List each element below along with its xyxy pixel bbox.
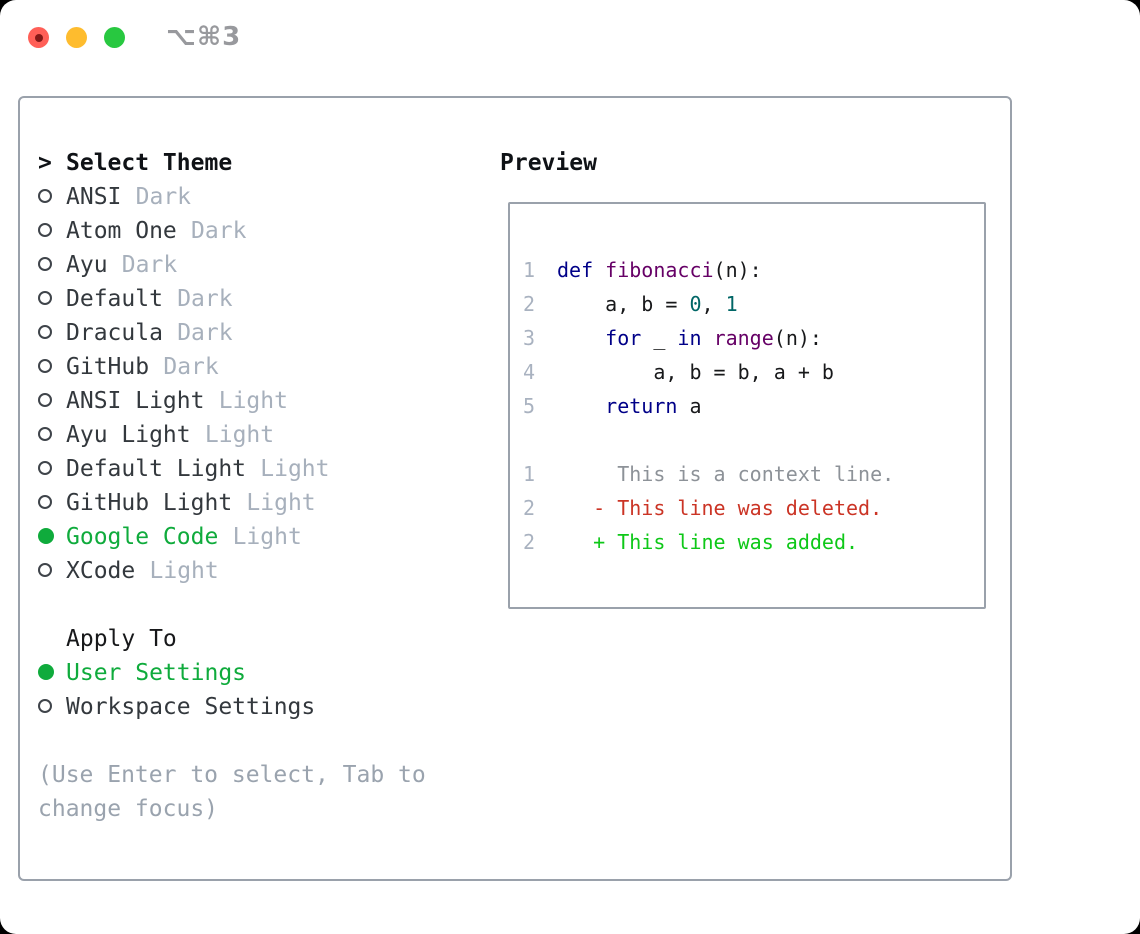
theme-option-default-light[interactable]: Default Light Light <box>38 452 500 486</box>
theme-name: Ayu <box>66 252 108 278</box>
radio-icon <box>38 690 66 724</box>
select-theme-title: Select Theme <box>66 150 233 176</box>
theme-name: Default <box>66 286 163 312</box>
titlebar: ⌥⌘3 <box>0 0 1140 96</box>
apply-option-user-settings[interactable]: User Settings <box>38 656 500 690</box>
line-number: 3 <box>523 326 536 350</box>
diff-context-line: 1 This is a context line. <box>523 457 984 491</box>
select-theme-header: > Select Theme <box>38 146 500 180</box>
theme-name: GitHub Light <box>66 490 233 516</box>
theme-variant-tag: Light <box>149 558 219 584</box>
theme-option-ayu-light[interactable]: Ayu Light Light <box>38 418 500 452</box>
radio-icon <box>38 384 66 418</box>
line-number: 2 <box>523 530 536 554</box>
line-number: 2 <box>523 496 536 520</box>
radio-icon <box>38 180 66 214</box>
radio-icon <box>38 486 66 520</box>
radio-selected-icon <box>38 520 66 554</box>
apply-option-label: Workspace Settings <box>66 694 316 720</box>
radio-icon <box>38 350 66 384</box>
theme-name: Atom One <box>66 218 177 244</box>
caret-icon: > <box>38 150 52 176</box>
code-line: 2 a, b = 0, 1 <box>523 287 984 321</box>
line-number: 1 <box>523 462 536 486</box>
preview-header: Preview <box>500 150 597 176</box>
theme-name: ANSI <box>66 184 122 210</box>
theme-option-ayu-dark[interactable]: Ayu Dark <box>38 248 500 282</box>
theme-name: XCode <box>66 558 136 584</box>
radio-icon <box>38 214 66 248</box>
theme-option-atom-one-dark[interactable]: Atom One Dark <box>38 214 500 248</box>
theme-variant-tag: Dark <box>191 218 247 244</box>
blank-line <box>523 423 984 457</box>
code-line: 4 a, b = b, a + b <box>523 355 984 389</box>
theme-option-google-code-light-selected[interactable]: Google Code Light <box>38 520 500 554</box>
theme-name: Ayu Light <box>66 422 191 448</box>
theme-option-ansi-light[interactable]: ANSI Light Light <box>38 384 500 418</box>
theme-name: Dracula <box>66 320 163 346</box>
window-title: ⌥⌘3 <box>166 22 242 52</box>
theme-variant-tag: Dark <box>135 184 192 210</box>
radio-icon <box>38 418 66 452</box>
theme-option-github-dark[interactable]: GitHub Dark <box>38 350 500 384</box>
theme-variant-tag: Dark <box>163 354 219 380</box>
zoom-button[interactable] <box>104 27 125 48</box>
code-line: 5 return a <box>523 389 984 423</box>
theme-option-default-dark[interactable]: Default Dark <box>38 282 500 316</box>
apply-to-header: Apply To <box>66 626 177 652</box>
radio-icon <box>38 282 66 316</box>
radio-icon <box>38 248 66 282</box>
theme-variant-tag: Light <box>260 456 330 482</box>
minimize-button[interactable] <box>66 27 87 48</box>
apply-option-workspace-settings[interactable]: Workspace Settings <box>38 690 500 724</box>
radio-selected-icon <box>38 656 66 690</box>
theme-variant-tag: Dark <box>177 320 233 346</box>
theme-variant-tag: Light <box>232 524 302 550</box>
line-number: 5 <box>523 394 536 418</box>
theme-name: Google Code <box>66 524 219 550</box>
theme-name: Default Light <box>66 456 247 482</box>
theme-name: GitHub <box>66 354 150 380</box>
theme-option-dracula-dark[interactable]: Dracula Dark <box>38 316 500 350</box>
diff-deleted-line: 2 - This line was deleted. <box>523 491 984 525</box>
diff-added-line: 2 + This line was added. <box>523 525 984 559</box>
apply-option-label: User Settings <box>66 660 247 686</box>
theme-variant-tag: Light <box>218 388 288 414</box>
theme-option-xcode-light[interactable]: XCode Light <box>38 554 500 588</box>
line-number: 1 <box>523 258 536 282</box>
help-text: (Use Enter to select, Tab to change focu… <box>38 762 426 822</box>
code-line: 3 for _ in range(n): <box>523 321 984 355</box>
theme-variant-tag: Dark <box>177 286 233 312</box>
theme-variant-tag: Light <box>246 490 316 516</box>
theme-option-ansi-dark[interactable]: ANSI Dark <box>38 180 500 214</box>
theme-name: ANSI Light <box>66 388 205 414</box>
radio-icon <box>38 452 66 486</box>
theme-variant-tag: Dark <box>121 252 178 278</box>
theme-option-github-light[interactable]: GitHub Light Light <box>38 486 500 520</box>
line-number: 2 <box>523 292 536 316</box>
line-number: 4 <box>523 360 536 384</box>
radio-icon <box>38 316 66 350</box>
close-button[interactable] <box>28 27 49 48</box>
radio-icon <box>38 554 66 588</box>
theme-variant-tag: Light <box>204 422 275 448</box>
